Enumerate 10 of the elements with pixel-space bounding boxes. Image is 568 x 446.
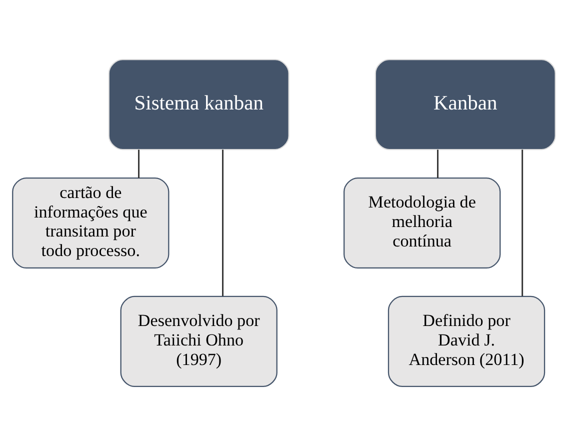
connector [522, 150, 524, 296]
connector [437, 150, 438, 178]
connector [138, 150, 140, 178]
node-box: cartão de informações que transitam por todo processo. [12, 177, 170, 269]
node-box: Metodologia de melhoria contínua [344, 177, 501, 269]
node-box: Kanban [374, 58, 556, 150]
node-box: Sistema kanban [108, 58, 290, 150]
connector [222, 150, 224, 296]
node-box: Definido por David J. Anderson (2011) [388, 296, 546, 388]
node-box: Desenvolvido por Taiichi Ohno (1997) [120, 296, 278, 388]
